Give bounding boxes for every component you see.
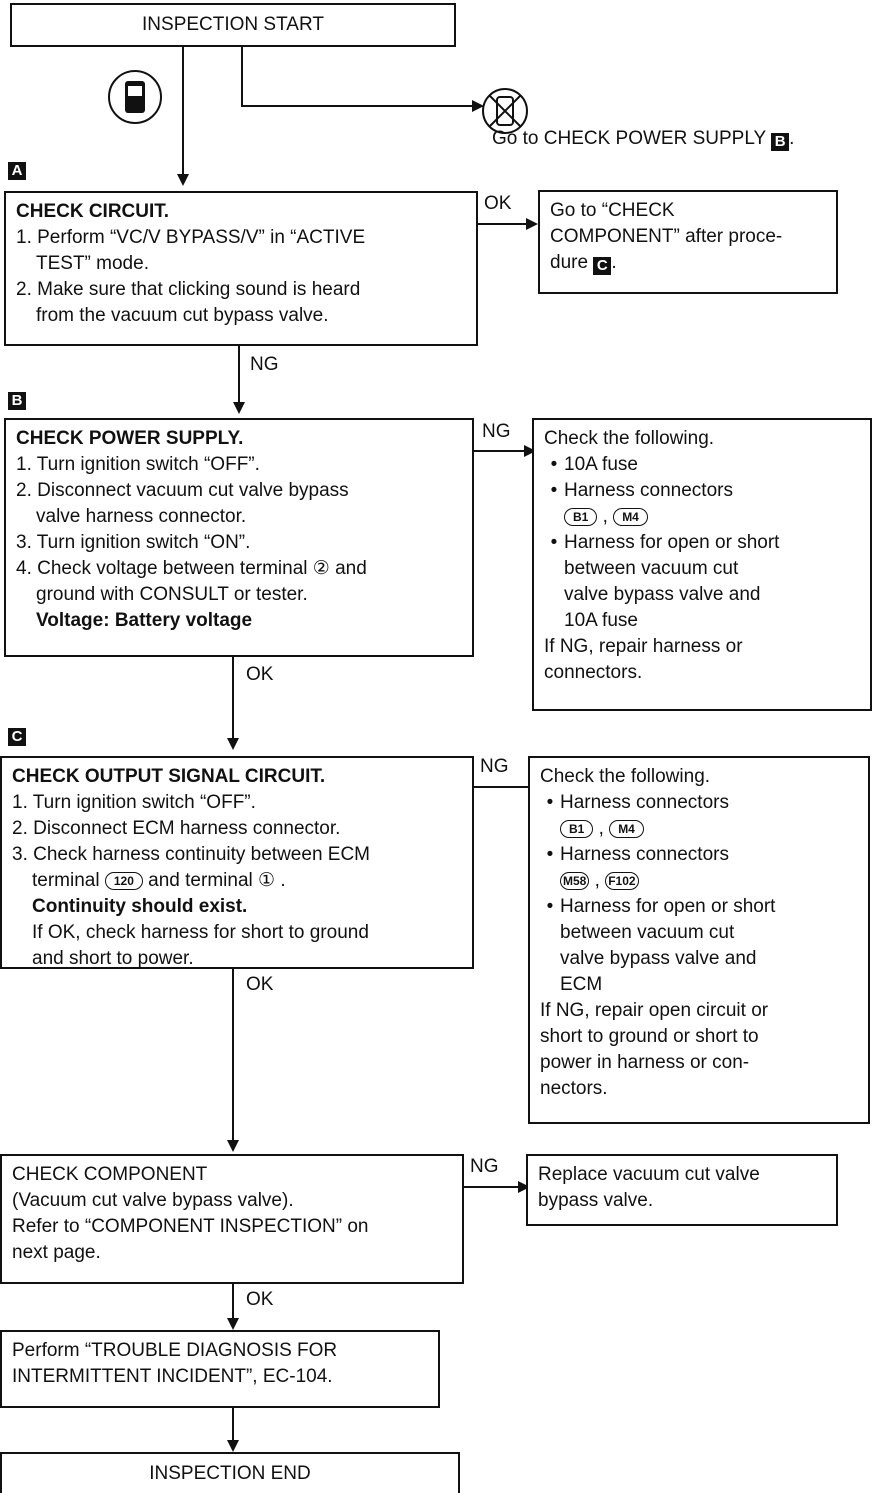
ng-label: NG (480, 756, 509, 777)
inspection-start-box: INSPECTION START (10, 3, 456, 47)
replace-valve-line2: bypass valve. (538, 1190, 654, 1211)
repair-note: If NG, repair harness or (544, 636, 743, 657)
check-circuit-step2: 2. Make sure that clicking sound is hear… (16, 279, 361, 300)
ecm-terminal-120-icon: 120 (104, 872, 143, 890)
harness-open-short-item: Harness for open or short (544, 530, 860, 556)
check-circuit-step1-cont: TEST” mode. (36, 253, 149, 274)
harness-open-short-item: Harness for open or short (540, 894, 858, 920)
harness-connectors-item: Harness connectors (540, 790, 858, 816)
ok-label: OK (246, 1289, 274, 1310)
repair-note-line4: nectors. (540, 1078, 608, 1099)
terminal-1-text: and terminal ① . (148, 870, 286, 891)
connector-m4-icon: M4 (609, 820, 644, 838)
replace-valve-line1: Replace vacuum cut valve (538, 1164, 760, 1185)
inspection-end-box: INSPECTION END (0, 1452, 460, 1493)
check-component-line3: Refer to “COMPONENT INSPECTION” on (12, 1216, 369, 1237)
harness-open-short-line4: 10A fuse (564, 610, 638, 631)
harness-open-short-line3: valve bypass valve and (560, 948, 757, 969)
inspection-start-label: INSPECTION START (142, 14, 324, 35)
step-b-badge: B (771, 133, 790, 151)
check-circuit-title: CHECK CIRCUIT. (16, 201, 170, 222)
fuse-item: 10A fuse (544, 452, 860, 478)
power-step3: 3. Turn ignition switch “ON”. (16, 532, 251, 553)
connector-m58-icon: M58 (560, 872, 590, 890)
harness-open-short-line2: between vacuum cut (560, 922, 735, 943)
go-to-power-supply-note: Go to CHECK POWER SUPPLY B. (492, 128, 795, 151)
check-component-title: CHECK COMPONENT (12, 1164, 208, 1185)
step-c-badge: C (593, 257, 612, 275)
power-step4: 4. Check voltage between terminal ② and (16, 558, 367, 579)
step-c-badge: C (8, 728, 26, 746)
ng-label: NG (482, 421, 511, 442)
short-check-note: If OK, check harness for short to ground (32, 922, 369, 943)
step-a-badge: A (8, 162, 26, 180)
power-step2: 2. Disconnect vacuum cut valve bypass (16, 480, 349, 501)
consult-not-available-icon (482, 88, 528, 134)
replace-valve-box: Replace vacuum cut valve bypass valve. (526, 1154, 838, 1226)
harness-open-short-line4: ECM (560, 974, 603, 995)
power-step4-cont: ground with CONSULT or tester. (36, 584, 308, 605)
ng-label: NG (470, 1156, 499, 1177)
check-component-line4: next page. (12, 1242, 101, 1263)
ng-label: NG (250, 354, 279, 375)
signal-step3: 3. Check harness continuity between ECM (12, 844, 371, 865)
harness-open-short-line3: valve bypass valve and (564, 584, 761, 605)
repair-note: If NG, repair open circuit or (540, 1000, 769, 1021)
connector-b1-icon: B1 (564, 508, 598, 526)
power-supply-ng-box: Check the following. 10A fuse Harness co… (532, 418, 872, 711)
step-b-badge: B (8, 392, 26, 410)
repair-note-cont: connectors. (544, 662, 643, 683)
continuity-spec: Continuity should exist. (32, 896, 248, 917)
harness-connectors-item: Harness connectors (544, 478, 860, 504)
go-to-check-component-line3: dure (550, 252, 589, 273)
inspection-end-label: INSPECTION END (149, 1463, 311, 1484)
power-step1: 1. Turn ignition switch “OFF”. (16, 454, 260, 475)
go-to-check-component-line2: COMPONENT” after proce- (550, 226, 783, 247)
trouble-diagnosis-line2: INTERMITTENT INCIDENT”, EC-104. (12, 1366, 333, 1387)
harness-open-short-line2: between vacuum cut (564, 558, 739, 579)
terminal-label: terminal (32, 870, 100, 891)
output-signal-ng-box: Check the following. Harness connectors … (528, 756, 870, 1124)
voltage-spec: Voltage: Battery voltage (36, 610, 253, 631)
trouble-diagnosis-box: Perform “TROUBLE DIAGNOSIS FOR INTERMITT… (0, 1330, 440, 1408)
check-power-supply-title: CHECK POWER SUPPLY. (16, 428, 244, 449)
ok-label: OK (246, 664, 274, 685)
go-to-check-component-box: Go to “CHECK COMPONENT” after proce- dur… (538, 190, 838, 294)
check-following-head: Check the following. (540, 766, 711, 787)
check-power-supply-box: CHECK POWER SUPPLY. 1. Turn ignition swi… (4, 418, 474, 657)
connector-m4-icon: M4 (613, 508, 648, 526)
check-circuit-step1: 1. Perform “VC/V BYPASS/V” in “ACTIVE (16, 227, 366, 248)
check-circuit-step2-cont: from the vacuum cut bypass valve. (36, 305, 329, 326)
signal-step1: 1. Turn ignition switch “OFF”. (12, 792, 256, 813)
short-check-note-cont: and short to power. (32, 948, 194, 969)
check-component-line2: (Vacuum cut valve bypass valve). (12, 1190, 294, 1211)
connector-f102-icon: F102 (605, 872, 639, 890)
check-component-box: CHECK COMPONENT (Vacuum cut valve bypass… (0, 1154, 464, 1284)
ok-label: OK (484, 193, 512, 214)
power-step2-cont: valve harness connector. (36, 506, 247, 527)
trouble-diagnosis-line1: Perform “TROUBLE DIAGNOSIS FOR (12, 1340, 338, 1361)
check-circuit-box: CHECK CIRCUIT. 1. Perform “VC/V BYPASS/V… (4, 191, 478, 346)
go-to-check-component-line1: Go to “CHECK (550, 200, 675, 221)
harness-connectors-item: Harness connectors (540, 842, 858, 868)
check-following-head: Check the following. (544, 428, 715, 449)
check-output-signal-box: CHECK OUTPUT SIGNAL CIRCUIT. 1. Turn ign… (0, 756, 474, 969)
connector-b1-icon: B1 (560, 820, 594, 838)
consult-available-icon (108, 70, 162, 124)
check-output-signal-title: CHECK OUTPUT SIGNAL CIRCUIT. (12, 766, 326, 787)
signal-step2: 2. Disconnect ECM harness connector. (12, 818, 341, 839)
repair-note-line3: power in harness or con- (540, 1052, 750, 1073)
repair-note-line2: short to ground or short to (540, 1026, 759, 1047)
ok-label: OK (246, 974, 274, 995)
